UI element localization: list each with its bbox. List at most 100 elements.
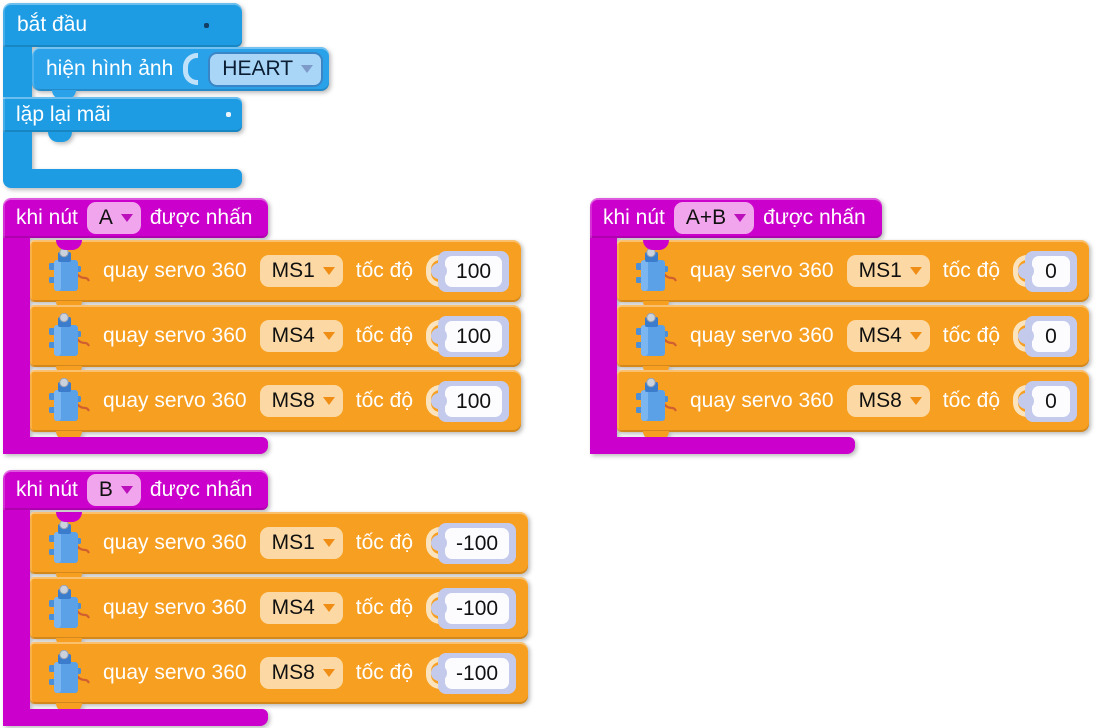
port-dropdown-value: MS1 [271, 259, 315, 282]
port-dropdown-value: MS8 [858, 389, 902, 412]
port-dropdown-value: MS8 [271, 389, 315, 412]
event-block-button-a[interactable]: khi nút A được nhấn quay servo 360 MS1 t… [3, 198, 623, 456]
speed-value-field[interactable]: -100 [445, 527, 510, 559]
dropdown-arrow-icon [322, 539, 335, 547]
block-left-arm [590, 234, 617, 454]
speed-value-field[interactable]: 0 [1032, 320, 1071, 352]
port-dropdown-value: MS1 [271, 531, 315, 554]
event-header[interactable]: khi nút B được nhấn [3, 470, 269, 510]
block-bottom-bar [3, 709, 268, 726]
dropdown-arrow-icon [120, 214, 133, 222]
speed-value-slot[interactable]: -100 [431, 587, 517, 629]
start-label: bắt đầu [17, 13, 88, 36]
block-left-arm [3, 234, 30, 454]
speed-value-slot[interactable]: -100 [431, 522, 517, 564]
statement-stack: quay servo 360 MS1 tốc độ -100 quay serv… [30, 512, 529, 712]
speed-value-field[interactable]: -100 [445, 592, 510, 624]
dropdown-arrow-icon [322, 397, 335, 405]
button-dropdown[interactable]: A+B [673, 202, 755, 234]
port-dropdown-value: MS4 [271, 324, 315, 347]
start-block[interactable]: bắt đầu hiện hình ảnh HEART lặp lại mãi [3, 3, 355, 189]
port-dropdown[interactable]: MS8 [846, 385, 930, 417]
speed-value-field[interactable]: 100 [445, 255, 503, 287]
speed-value-slot[interactable]: 100 [431, 315, 510, 357]
port-dropdown-value: MS4 [271, 596, 315, 619]
show-image-block[interactable]: hiện hình ảnh HEART [32, 47, 330, 99]
servo-block[interactable]: quay servo 360 MS4 tốc độ 100 [30, 305, 522, 375]
image-dropdown-value: HEART [222, 57, 294, 80]
port-dropdown[interactable]: MS1 [259, 527, 343, 559]
speed-label: tốc độ [942, 389, 1001, 412]
servo-icon [46, 377, 90, 424]
statement-stack: quay servo 360 MS1 tốc độ 0 quay servo 3… [617, 240, 1090, 440]
speed-value-slot[interactable]: 0 [1018, 380, 1078, 422]
value-socket [426, 320, 442, 352]
button-dropdown[interactable]: B [86, 474, 141, 506]
start-block-header[interactable]: bắt đầu [3, 3, 242, 47]
event-header[interactable]: khi nút A+B được nhấn [590, 198, 882, 238]
header-suffix-label: được nhấn [149, 478, 253, 501]
port-dropdown[interactable]: MS8 [259, 385, 343, 417]
button-dropdown-value: B [98, 478, 113, 501]
start-block-bottom-bar [3, 169, 242, 188]
image-dropdown[interactable]: HEART [208, 51, 324, 87]
value-socket [426, 385, 442, 417]
value-socket [1013, 320, 1029, 352]
servo-block[interactable]: quay servo 360 MS1 tốc độ 0 [617, 240, 1090, 310]
value-socket [1013, 385, 1029, 417]
servo-block[interactable]: quay servo 360 MS4 tốc độ -100 [30, 577, 529, 647]
servo-block[interactable]: quay servo 360 MS8 tốc độ 100 [30, 370, 522, 440]
statement-stack: quay servo 360 MS1 tốc độ 100 quay servo… [30, 240, 522, 440]
port-dropdown-value: MS1 [858, 259, 902, 282]
header-suffix-label: được nhấn [149, 206, 253, 229]
port-dropdown[interactable]: MS4 [259, 320, 343, 352]
forever-loop-arm [3, 132, 32, 169]
speed-value-slot[interactable]: -100 [431, 652, 517, 694]
speed-value-field[interactable]: 100 [445, 320, 503, 352]
block-left-arm [3, 506, 30, 726]
event-block-button-b[interactable]: khi nút B được nhấn quay servo 360 MS1 t… [3, 470, 623, 728]
speed-label: tốc độ [355, 661, 414, 684]
speed-value-field[interactable]: 100 [445, 385, 503, 417]
speed-value-slot[interactable]: 0 [1018, 315, 1078, 357]
button-dropdown-value: A [98, 206, 113, 229]
speed-label: tốc độ [355, 389, 414, 412]
header-prefix-label: khi nút [16, 478, 78, 501]
port-dropdown[interactable]: MS4 [846, 320, 930, 352]
speed-label: tốc độ [355, 259, 414, 282]
servo-block[interactable]: quay servo 360 MS1 tốc độ 100 [30, 240, 522, 310]
port-dropdown-value: MS4 [858, 324, 902, 347]
button-dropdown-value: A+B [685, 206, 727, 229]
show-image-label: hiện hình ảnh [46, 57, 174, 80]
image-socket [183, 53, 199, 85]
speed-value-field[interactable]: -100 [445, 657, 510, 689]
event-block-button-a-plus-b[interactable]: khi nút A+B được nhấn quay servo 360 MS1… [590, 198, 1112, 456]
servo-label: quay servo 360 [690, 324, 834, 347]
button-dropdown[interactable]: A [86, 202, 141, 234]
block-bottom-bar [3, 437, 268, 454]
speed-value-field[interactable]: 0 [1032, 385, 1071, 417]
speed-value-field[interactable]: 0 [1032, 255, 1071, 287]
start-block-arm [3, 47, 32, 97]
servo-block[interactable]: quay servo 360 MS4 tốc độ 0 [617, 305, 1090, 375]
value-socket [426, 527, 442, 559]
port-dropdown[interactable]: MS8 [259, 657, 343, 689]
speed-value-slot[interactable]: 100 [431, 380, 510, 422]
speed-value-slot[interactable]: 100 [431, 250, 510, 292]
servo-block[interactable]: quay servo 360 MS8 tốc độ 0 [617, 370, 1090, 440]
servo-block[interactable]: quay servo 360 MS1 tốc độ -100 [30, 512, 529, 582]
speed-value-slot[interactable]: 0 [1018, 250, 1078, 292]
port-dropdown[interactable]: MS4 [259, 592, 343, 624]
dropdown-arrow-icon [322, 267, 335, 275]
servo-icon [633, 377, 677, 424]
servo-label: quay servo 360 [103, 389, 247, 412]
header-prefix-label: khi nút [603, 206, 665, 229]
value-socket [426, 657, 442, 689]
servo-block[interactable]: quay servo 360 MS8 tốc độ -100 [30, 642, 529, 712]
port-dropdown[interactable]: MS1 [846, 255, 930, 287]
dropdown-arrow-icon [734, 214, 747, 222]
port-dropdown[interactable]: MS1 [259, 255, 343, 287]
event-header[interactable]: khi nút A được nhấn [3, 198, 269, 238]
servo-label: quay servo 360 [103, 324, 247, 347]
forever-loop-header[interactable]: lặp lại mãi [3, 97, 242, 132]
